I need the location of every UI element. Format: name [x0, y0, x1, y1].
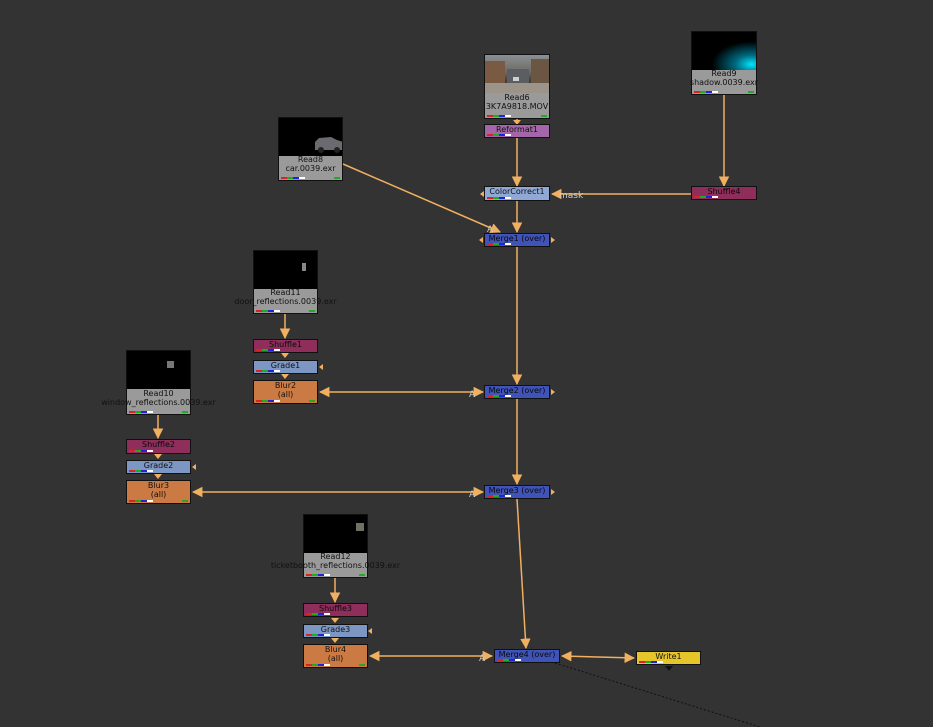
grade3-node[interactable]: Grade3	[303, 624, 368, 638]
read9-name: Read9	[711, 69, 737, 78]
door-reflections-image	[302, 263, 306, 271]
shuffle1-label: Shuffle1	[269, 340, 302, 349]
read6-file: 3K7A9818.MOV	[485, 102, 549, 111]
tri-blur4	[331, 638, 339, 643]
read10-name: Read10	[143, 389, 174, 398]
grade1-label: Grade1	[270, 361, 301, 370]
side-tri-merge2	[551, 389, 555, 395]
read8-file: car.0039.exr	[285, 164, 336, 173]
side-tri-merge1	[551, 237, 555, 243]
car-render-image	[315, 137, 342, 153]
tri-blur3	[154, 474, 162, 479]
grade1-node[interactable]: Grade1	[253, 360, 318, 374]
side-tri-grade2	[192, 464, 196, 470]
side-tri-grade3	[368, 628, 372, 634]
merge2-node[interactable]: Merge2 (over)	[484, 385, 550, 399]
merge1-node[interactable]: Merge1 (over)	[484, 233, 550, 247]
merge4-label: Merge4 (over)	[498, 650, 556, 659]
shuffle3-label: Shuffle3	[319, 604, 352, 613]
merge4-node[interactable]: Merge4 (over)	[494, 649, 560, 663]
grade2-label: Grade2	[143, 461, 174, 470]
wire-merge4-write1	[560, 651, 636, 663]
grade3-label: Grade3	[320, 625, 351, 634]
blur2-sub: (all)	[277, 390, 294, 399]
blur4-node[interactable]: Blur4(all)	[303, 644, 368, 668]
shuffle4-node[interactable]: Shuffle4	[691, 186, 757, 200]
ticketbooth-reflections-image	[356, 523, 364, 531]
read8-name: Read8	[297, 155, 324, 164]
tri-blur2	[281, 374, 289, 379]
merge4-a-label: A	[479, 654, 486, 664]
merge3-node[interactable]: Merge3 (over)	[484, 485, 550, 499]
shuffle3-node[interactable]: Shuffle3	[303, 603, 368, 617]
tri-reformat1-top	[513, 120, 521, 125]
merge1-label: Merge1 (over)	[488, 234, 546, 243]
grade2-node[interactable]: Grade2	[126, 460, 191, 474]
side-tri-merge3	[551, 489, 555, 495]
shuffle2-label: Shuffle2	[142, 440, 175, 449]
side-tri-grade1	[319, 364, 323, 370]
read10-file: window_reflections.0039.exr	[101, 398, 216, 407]
street-scene-image	[485, 59, 549, 93]
reformat1-label: Reformat1	[496, 125, 538, 134]
merge2-label: Merge2 (over)	[488, 386, 546, 395]
read12-file: ticketbooth_reflections.0039.exr	[270, 561, 401, 570]
merge2-a-label: A	[469, 390, 476, 400]
tri-grade2	[154, 454, 162, 459]
read6-thumbnail	[485, 55, 549, 93]
side-tri-merge1-left	[479, 237, 483, 243]
window-reflections-image	[167, 361, 174, 368]
blur4-label: Blur4	[324, 645, 347, 654]
colorcorrect1-node[interactable]: ColorCorrect1	[484, 186, 550, 201]
read9-thumbnail	[692, 32, 756, 70]
merge3-a-label: A	[469, 490, 476, 500]
read9-file: shadow.0039.exr	[689, 78, 759, 87]
merge1-a-label: A	[487, 225, 494, 235]
shuffle2-node[interactable]: Shuffle2	[126, 439, 191, 454]
wire-read8-merge1	[342, 163, 501, 234]
read12-name: Read12	[320, 552, 351, 561]
write1-node[interactable]: Write1	[636, 651, 701, 665]
read8-thumbnail	[279, 118, 342, 156]
blur2-node[interactable]: Blur2(all)	[253, 380, 318, 404]
tri-grade3	[331, 618, 339, 623]
wire-merge3-merge4	[516, 498, 531, 650]
blur3-sub: (all)	[150, 490, 167, 499]
blur4-sub: (all)	[327, 654, 344, 663]
read11-file: door_reflections.0039.exr	[234, 297, 337, 306]
blur3-label: Blur3	[147, 481, 170, 490]
read11-thumbnail	[254, 251, 317, 289]
blur2-label: Blur2	[274, 381, 297, 390]
shuffle4-label: Shuffle4	[707, 187, 741, 196]
read11-name: Read11	[270, 288, 301, 297]
tri-grade1	[281, 353, 289, 358]
wire-viewer-dotted	[554, 662, 761, 727]
merge3-label: Merge3 (over)	[488, 486, 546, 495]
shuffle1-node[interactable]: Shuffle1	[253, 339, 318, 353]
colorcorrect1-label: ColorCorrect1	[489, 187, 545, 196]
write1-output-tri	[665, 666, 673, 671]
read12-thumbnail	[304, 515, 367, 553]
read6-name: Read6	[504, 93, 530, 102]
write1-label: Write1	[655, 652, 682, 661]
read10-thumbnail	[127, 351, 190, 389]
blur3-node[interactable]: Blur3(all)	[126, 480, 191, 504]
reformat1-node[interactable]: Reformat1	[484, 124, 550, 138]
shadow-render-image	[692, 32, 756, 70]
side-tri-colorcorrect	[480, 191, 484, 197]
mask-input-label: mask	[559, 191, 584, 201]
